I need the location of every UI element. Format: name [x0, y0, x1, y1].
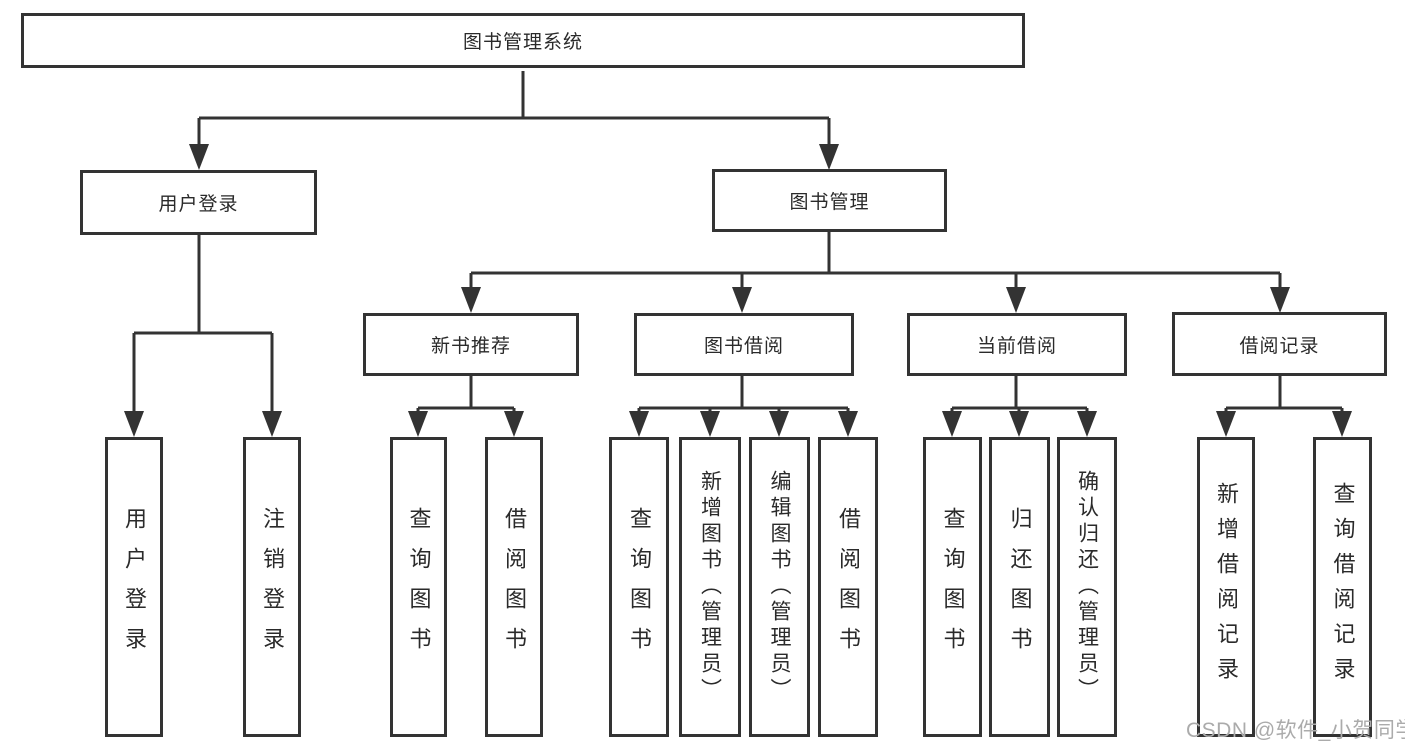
leaf-add-books-admin: 新增图书（管理员） [679, 437, 741, 737]
leaf-query-books-recommend: 查询图书 [390, 437, 447, 737]
leaf-add-borrow-record: 新增借阅记录 [1197, 437, 1255, 737]
leaf-borrow-books: 借阅图书 [818, 437, 878, 737]
leaf-query-borrow-record: 查询借阅记录 [1313, 437, 1372, 737]
leaf-borrow-books-recommend: 借阅图书 [485, 437, 543, 737]
leaf-logout: 注销登录 [243, 437, 301, 737]
node-book-management: 图书管理 [712, 169, 947, 232]
node-current-borrow: 当前借阅 [907, 313, 1127, 376]
node-new-book-recommend: 新书推荐 [363, 313, 579, 376]
node-book-borrow: 图书借阅 [634, 313, 854, 376]
leaf-user-login: 用户登录 [105, 437, 163, 737]
node-library-system: 图书管理系统 [21, 13, 1025, 68]
node-user-login: 用户登录 [80, 170, 317, 235]
watermark: CSDN @软件_小贺同学 [1186, 719, 1405, 742]
leaf-return-books: 归还图书 [989, 437, 1050, 737]
leaf-query-books-current: 查询图书 [923, 437, 982, 737]
leaf-query-books-borrow: 查询图书 [609, 437, 669, 737]
leaf-confirm-return-admin: 确认归还（管理员） [1057, 437, 1117, 737]
node-borrow-records: 借阅记录 [1172, 312, 1387, 376]
leaf-edit-books-admin: 编辑图书（管理员） [749, 437, 810, 737]
